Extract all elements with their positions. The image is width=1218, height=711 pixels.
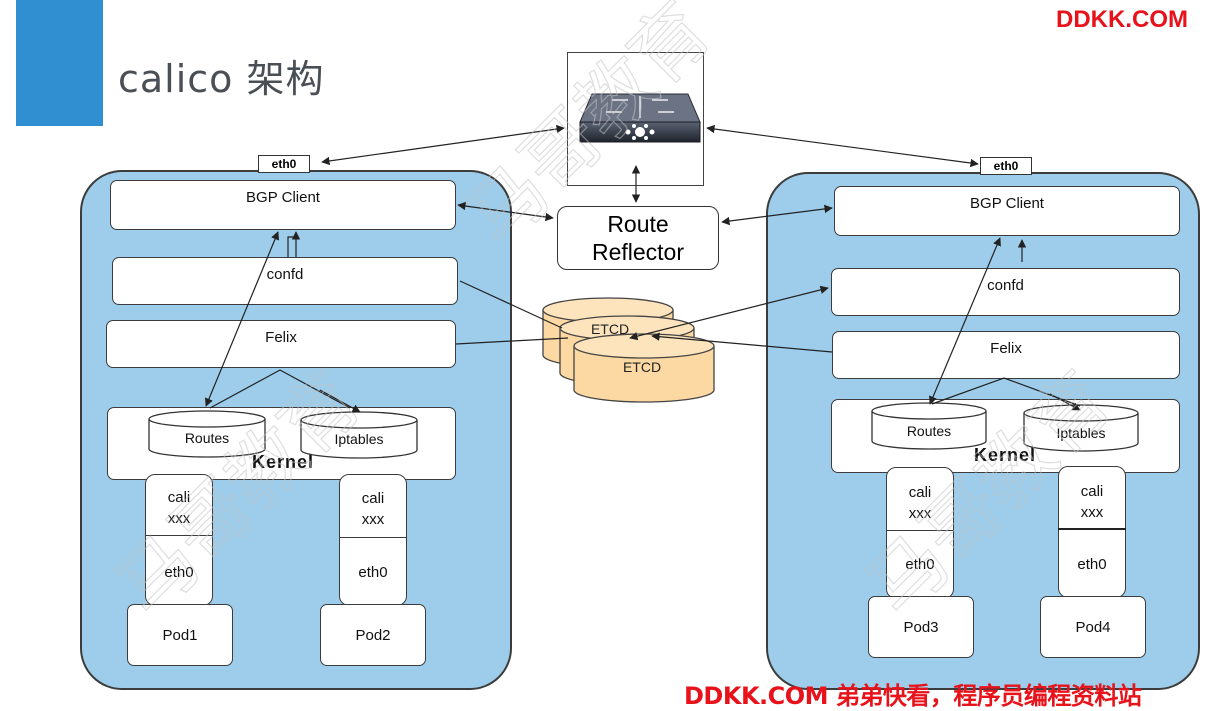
left-iptables-label: Iptables	[334, 431, 383, 447]
arrow-rr-left-bgp	[457, 201, 554, 222]
right-pod4-cali-label: cali xxx	[1080, 483, 1104, 521]
left-kernel-label: Kernel	[252, 452, 315, 472]
left-bgp-client: BGP Client	[110, 180, 456, 230]
arrow-left-felix-etcd	[455, 337, 569, 345]
accent-bar	[16, 0, 103, 126]
brand-logo-top: DDKK.COM	[1056, 6, 1188, 33]
arrow-left-confd-bgp	[287, 236, 296, 257]
etcd-cluster	[542, 297, 715, 403]
arrow-left-bgp-routes	[205, 231, 279, 407]
route-reflector-line2: Reflector	[591, 239, 685, 265]
router-icon	[579, 93, 701, 143]
arrow-etcd-right-confd	[629, 285, 829, 341]
right-pod4: Pod4	[1040, 596, 1146, 658]
left-pod1-cali-label: cali xxx	[167, 489, 191, 527]
left-pod2-veth-divider	[339, 537, 407, 538]
arrow-right-felix-iptables	[1049, 393, 1081, 411]
connections	[205, 124, 1081, 413]
arrow-left-confd-etcd	[459, 280, 563, 329]
arrow-router-right-eth0	[706, 124, 979, 168]
left-felix: Felix	[106, 320, 456, 368]
left-pod1-eth0-label: eth0	[164, 564, 194, 581]
arrow-rr-right-bgp	[721, 204, 833, 226]
right-pod3-cali-label: cali xxx	[908, 484, 932, 522]
left-pod2-veth	[339, 474, 407, 606]
right-kernel-label: Kernel	[974, 445, 1037, 465]
etcd-front-label: ETCD	[623, 359, 661, 375]
watermark-right: 马哥教育	[850, 355, 1128, 633]
arrow-right-bgp-routes	[929, 237, 1001, 405]
right-routes-db	[871, 402, 987, 450]
right-iptables-db	[1023, 404, 1139, 452]
arrow-left-felix-iptables	[319, 389, 361, 413]
right-pod3: Pod3	[868, 596, 974, 658]
brand-logo-bottom: DDKK.COM 弟弟快看，程序员编程资料站	[684, 682, 1142, 710]
right-pod3-eth0-label: eth0	[905, 556, 935, 573]
left-pod1-veth-divider	[145, 535, 213, 536]
arrow-router-left-eth0	[321, 124, 565, 166]
right-pod4-veth	[1058, 466, 1126, 598]
right-confd: confd	[831, 268, 1180, 316]
page-title: calico 架构	[118, 57, 325, 101]
left-routes-label: Routes	[185, 430, 229, 446]
arrow-etcd-right-felix	[651, 332, 833, 353]
right-pod4-veth-divider	[1058, 528, 1126, 530]
route-reflector-line1: Route	[607, 211, 669, 237]
right-pod4-eth0-label: eth0	[1077, 556, 1107, 573]
right-routes-label: Routes	[907, 423, 951, 439]
left-pod2: Pod2	[320, 604, 426, 666]
watermark-left: 马哥教育	[100, 355, 378, 633]
right-eth0-tag: eth0	[980, 157, 1032, 175]
left-routes-db	[148, 410, 266, 458]
arrow-left-felix-branch	[209, 369, 351, 409]
left-pod2-eth0-label: eth0	[358, 564, 388, 581]
right-pod3-veth-divider	[886, 530, 954, 531]
right-bgp-client: BGP Client	[834, 186, 1180, 236]
etcd-back-label: ETCD	[591, 321, 629, 337]
right-iptables-label: Iptables	[1056, 425, 1105, 441]
left-eth0-tag: eth0	[258, 155, 310, 173]
right-pod3-veth	[886, 467, 954, 599]
route-reflector: Route Reflector	[557, 206, 719, 270]
left-pod1: Pod1	[127, 604, 233, 666]
left-pod2-cali-label: cali xxx	[361, 490, 385, 528]
